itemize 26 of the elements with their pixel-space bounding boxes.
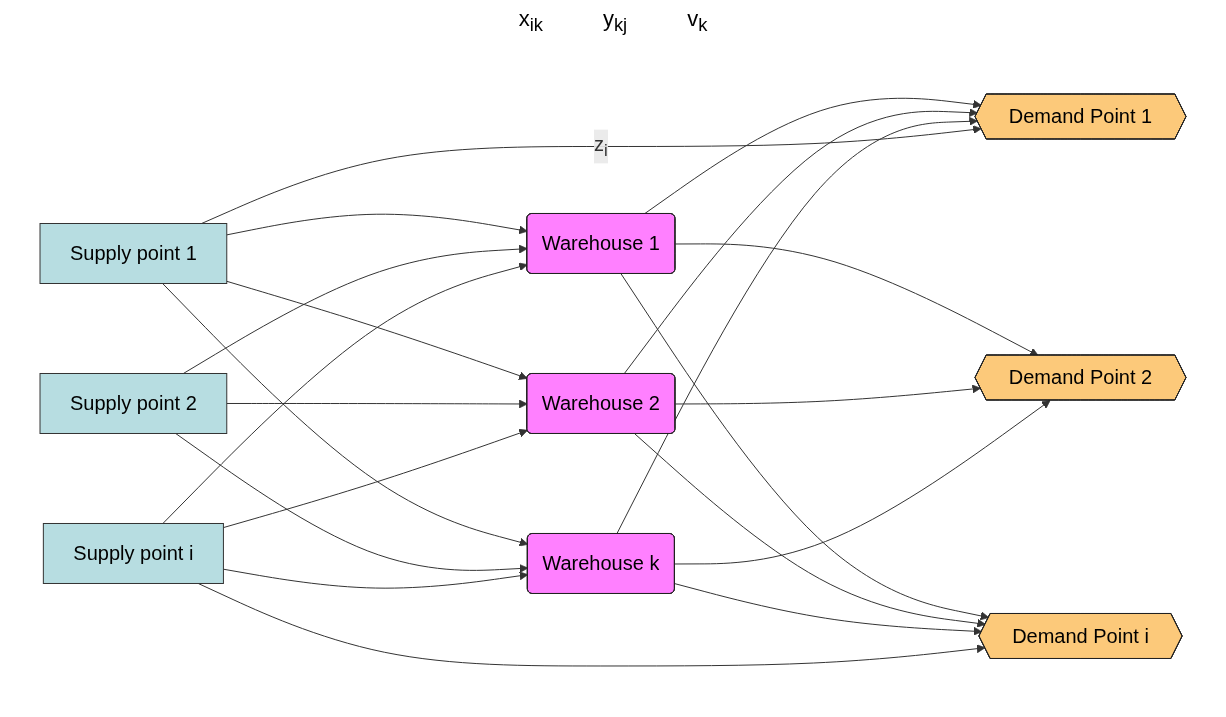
arrow bbox=[674, 582, 983, 636]
arrow bbox=[201, 124, 982, 224]
arrow bbox=[226, 213, 528, 236]
arrow bbox=[162, 282, 529, 547]
arrow bbox=[222, 568, 529, 589]
arrow bbox=[634, 433, 986, 628]
node-box: Supply point 2 bbox=[39, 372, 228, 434]
arrow bbox=[674, 384, 981, 405]
arrow bbox=[226, 280, 528, 380]
arrow bbox=[643, 97, 982, 215]
edge-label: z$_{i}$ bbox=[593, 133, 608, 161]
variable-label: v$_{k}$ bbox=[687, 6, 708, 37]
arrow bbox=[616, 116, 978, 535]
variable-label: y$_{kj}$ bbox=[602, 6, 628, 37]
arrow bbox=[674, 399, 1051, 565]
arrow bbox=[182, 244, 528, 374]
variable-label: x$_{ik}$ bbox=[518, 6, 543, 37]
arrow bbox=[162, 262, 528, 524]
arrow bbox=[175, 432, 529, 573]
node-box: Supply point 1 bbox=[39, 222, 228, 284]
arrow bbox=[222, 428, 528, 528]
arrow bbox=[623, 107, 978, 375]
node-box: Supply point i bbox=[42, 522, 224, 584]
arrow bbox=[674, 243, 1039, 356]
arrow bbox=[226, 399, 528, 409]
arrow bbox=[620, 273, 990, 620]
